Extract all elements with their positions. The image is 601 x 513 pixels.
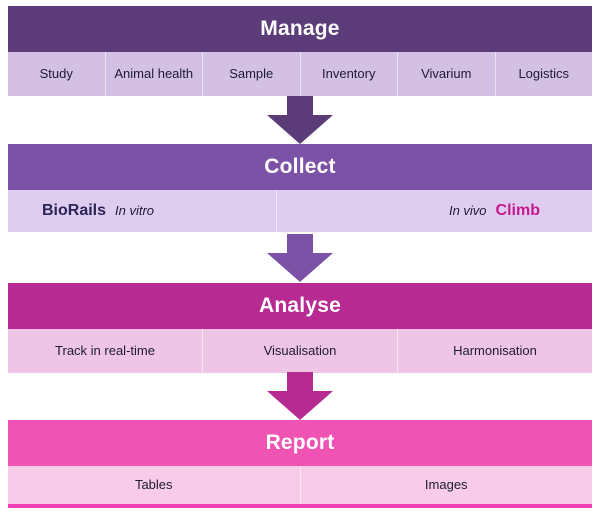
stage-report-cells: Tables Images — [8, 466, 592, 508]
cell-track-in-real-time[interactable]: Track in real-time — [8, 329, 203, 373]
stage-collect-cells: BioRails In vitro In vivo Climb — [8, 190, 592, 232]
cell-vivarium[interactable]: Vivarium — [398, 52, 496, 96]
cell-label: Tables — [134, 476, 173, 492]
stage-manage-title: Manage — [8, 6, 592, 52]
cell-study[interactable]: Study — [8, 52, 106, 96]
stage-collect-title: Collect — [8, 144, 592, 190]
stage-analyse: Analyse Track in real-time Visualisation… — [8, 283, 592, 373]
cell-label: In vivo — [448, 202, 487, 218]
cell-in-vitro[interactable]: BioRails In vitro — [8, 190, 277, 232]
arrow-collect-to-analyse-icon — [267, 234, 333, 282]
arrow-analyse-to-report-icon — [267, 372, 333, 420]
cell-label: Animal health — [114, 65, 194, 81]
brand-biorails-label: BioRails — [42, 202, 107, 219]
cell-label: Visualisation — [263, 342, 337, 358]
cell-label: Vivarium — [421, 65, 472, 81]
cell-sample[interactable]: Sample — [203, 52, 301, 96]
cell-logistics[interactable]: Logistics — [496, 52, 593, 96]
cell-tables[interactable]: Tables — [8, 466, 301, 504]
cell-harmonisation[interactable]: Harmonisation — [398, 329, 592, 373]
cell-label: Logistics — [518, 65, 570, 81]
cell-label: Images — [424, 476, 468, 492]
cell-label: Sample — [229, 65, 274, 81]
cell-images[interactable]: Images — [301, 466, 593, 504]
cell-label: Study — [39, 65, 73, 81]
cell-label: Inventory — [322, 65, 376, 81]
stage-manage-cells: Study Animal health Sample Inventory Viv… — [8, 52, 592, 96]
cell-label: Track in real-time — [55, 342, 155, 358]
stage-report-title: Report — [8, 420, 592, 466]
stage-analyse-cells: Track in real-time Visualisation Harmoni… — [8, 329, 592, 373]
cell-visualisation[interactable]: Visualisation — [203, 329, 398, 373]
stage-collect: Collect BioRails In vitro In vivo Climb — [8, 144, 592, 232]
stage-analyse-title: Analyse — [8, 283, 592, 329]
cell-animal-health[interactable]: Animal health — [106, 52, 203, 96]
cell-label: In vitro — [115, 202, 155, 218]
cell-label: Harmonisation — [453, 342, 537, 358]
stage-manage: Manage Study Animal health Sample Invent… — [8, 6, 592, 96]
stage-report: Report Tables Images — [8, 420, 592, 508]
brand-climb-label: Climb — [495, 202, 540, 219]
arrow-manage-to-collect-icon — [267, 96, 333, 144]
cell-in-vivo[interactable]: In vivo Climb — [277, 190, 593, 232]
cell-inventory[interactable]: Inventory — [301, 52, 398, 96]
